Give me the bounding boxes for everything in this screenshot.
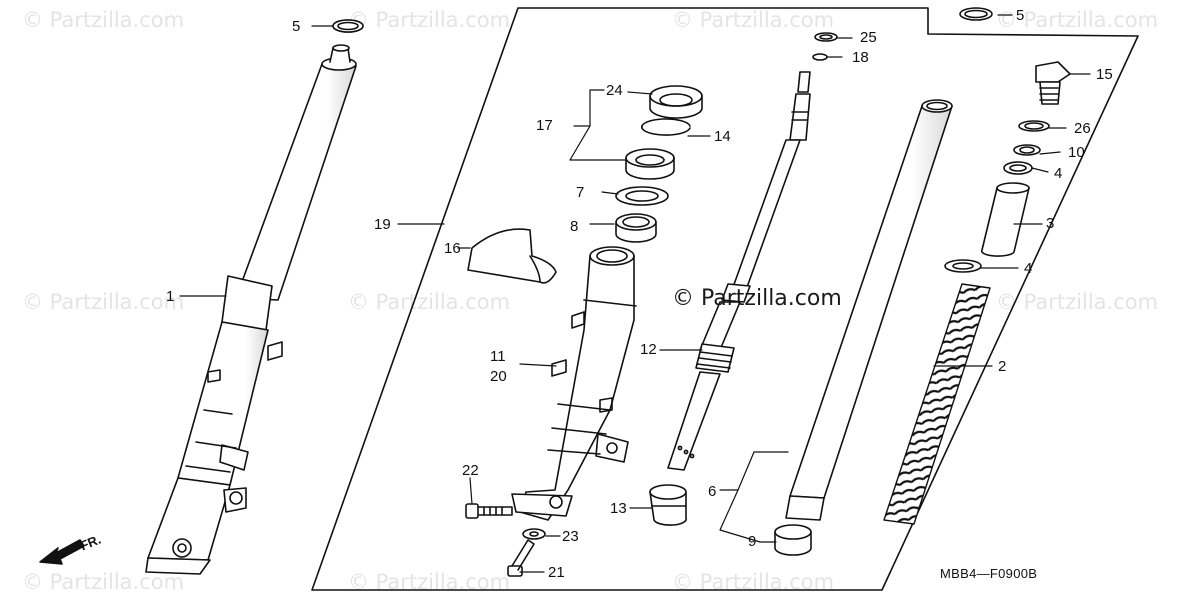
callout-9: 9 — [748, 533, 757, 550]
spring-seat-4b — [944, 259, 982, 273]
callout-12: 12 — [640, 341, 657, 358]
bolt-22 — [465, 503, 513, 519]
fork-slider-19 — [511, 246, 637, 521]
bolt-21 — [507, 539, 535, 577]
watermark: © Partzilla.com — [22, 570, 185, 594]
bushing-13 — [649, 484, 688, 526]
callout-1: 1 — [166, 288, 175, 305]
callout-13: 13 — [610, 500, 627, 517]
clip-14 — [641, 118, 691, 136]
callout-17: 17 — [536, 117, 553, 134]
bushing-8 — [615, 213, 657, 243]
bushing-9 — [774, 524, 812, 556]
callout-8: 8 — [570, 218, 579, 235]
callout-2: 2 — [998, 358, 1007, 375]
callout-5a: 5 — [292, 18, 301, 35]
washer-18 — [812, 53, 828, 61]
callout-7: 7 — [576, 184, 585, 201]
watermark: © Partzilla.com — [672, 8, 835, 32]
callout-19: 19 — [374, 216, 391, 233]
watermark-center: © Partzilla.com — [672, 286, 842, 311]
fork-spring-2 — [883, 283, 991, 525]
washer-23 — [522, 528, 546, 540]
callout-10: 10 — [1068, 144, 1085, 161]
watermark: © Partzilla.com — [996, 290, 1159, 314]
watermark: © Partzilla.com — [348, 8, 511, 32]
callout-14: 14 — [714, 128, 731, 145]
callout-22: 22 — [462, 462, 479, 479]
callout-11: 11 — [490, 348, 506, 365]
callout-4a: 4 — [1054, 165, 1063, 182]
washer-7 — [615, 186, 669, 206]
front-arrow — [39, 539, 85, 565]
spring-collar-3 — [980, 182, 1030, 257]
callout-24: 24 — [606, 82, 623, 99]
callout-21: 21 — [548, 564, 565, 581]
dust-seal-24 — [649, 85, 703, 119]
callout-20: 20 — [490, 368, 507, 385]
watermark: © Partzilla.com — [996, 8, 1159, 32]
watermark: © Partzilla.com — [22, 8, 185, 32]
fork-guard-16 — [467, 228, 557, 284]
o-ring-25 — [814, 32, 838, 42]
callout-16: 16 — [444, 240, 461, 257]
callout-6: 6 — [708, 483, 717, 500]
fork-pipe-6 — [785, 99, 953, 521]
callout-3: 3 — [1046, 215, 1055, 232]
callout-4b: 4 — [1024, 260, 1033, 277]
watermark: © Partzilla.com — [348, 290, 511, 314]
callout-23: 23 — [562, 528, 579, 545]
spring-seat-4a — [1003, 161, 1033, 175]
callout-18: 18 — [852, 49, 869, 66]
leader-lines — [179, 14, 1091, 573]
fork-assembly-left — [145, 19, 364, 575]
washer-10 — [1013, 144, 1041, 156]
callout-26: 26 — [1074, 120, 1091, 137]
figure-code: MBB4—F0900B — [940, 566, 1038, 581]
oil-seal-17 — [625, 148, 675, 180]
damper-rod-12 — [667, 71, 811, 471]
callout-5b: 5 — [1016, 7, 1025, 24]
fork-bolt-15 — [1035, 61, 1071, 105]
callout-25: 25 — [860, 29, 877, 46]
assembly-boundary — [311, 7, 1139, 591]
callout-15: 15 — [1096, 66, 1113, 83]
watermark: © Partzilla.com — [22, 290, 185, 314]
